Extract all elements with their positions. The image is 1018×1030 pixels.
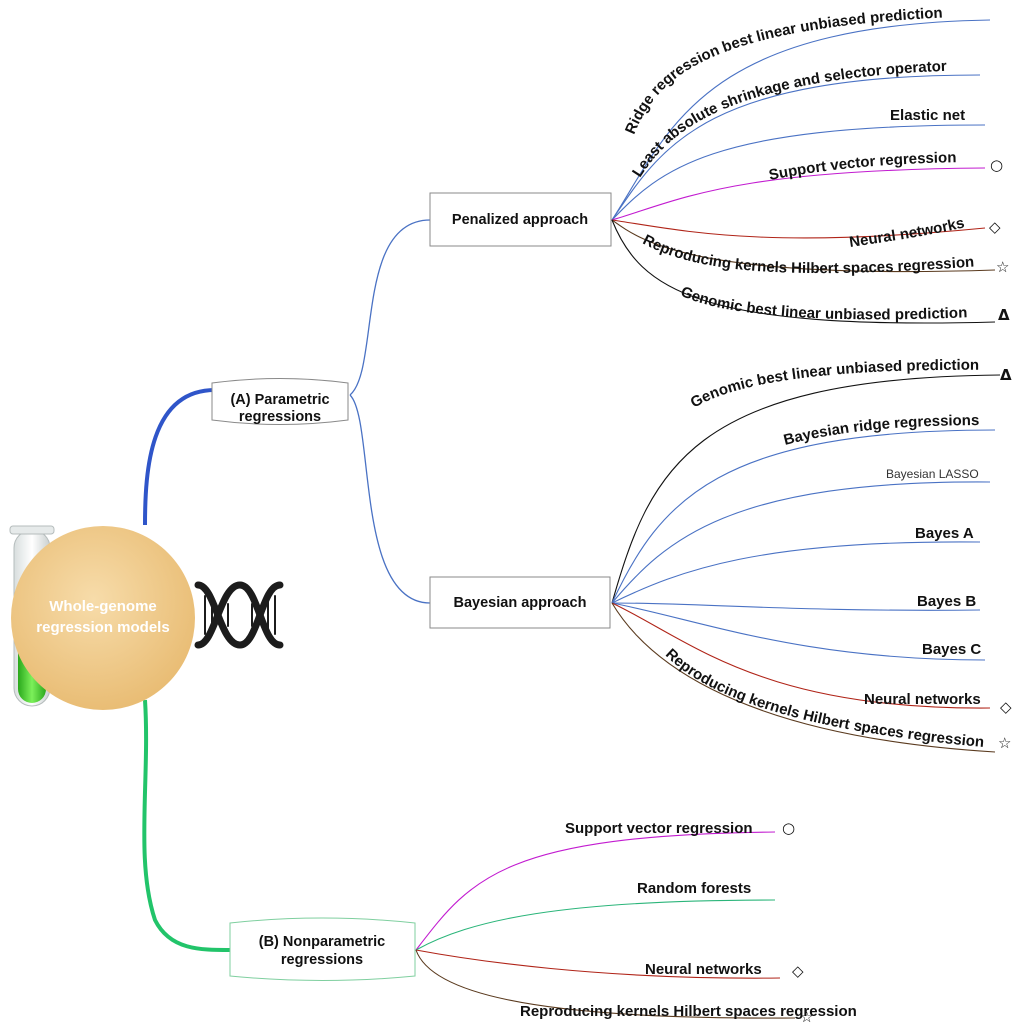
circle-symbol-icon: ○ <box>990 156 1003 174</box>
leaf-line-bayesian-ridge <box>611 429 996 604</box>
leaf-label-gblup: Genomic best linear unbiased prediction <box>678 283 967 323</box>
leaf-label-neural-networks: Neural networks <box>848 214 966 251</box>
bayesian-node: Bayesian approach <box>429 576 611 629</box>
root-title-line2: regression models <box>36 619 169 636</box>
diamond-symbol-icon: ◇ <box>792 962 804 980</box>
nonparametric-label-line1: (B) Nonparametric <box>259 934 386 950</box>
parametric-box <box>211 378 349 425</box>
link-penalized <box>349 219 431 396</box>
leaf-label-svr: Support vector regression <box>767 149 956 184</box>
leaf-label-bayes-b: Bayes B <box>917 593 976 610</box>
diamond-symbol-icon: ◇ <box>1000 698 1012 716</box>
bayesian-label: Bayesian approach <box>454 595 587 611</box>
leaf-line-gblup <box>611 374 1001 604</box>
penalized-box <box>429 192 612 247</box>
root-title-line1: Whole-genome <box>49 598 157 615</box>
star-symbol-icon: ☆ <box>996 258 1009 276</box>
leaf-label-neural-networks: Neural networks <box>645 961 762 978</box>
parametric-label-line1: (A) Parametric <box>230 392 329 408</box>
star-symbol-icon: ☆ <box>998 734 1011 752</box>
circle-symbol-icon: ○ <box>782 819 795 837</box>
branch-parametric <box>143 388 216 526</box>
leaf-label-bayes-a: Bayes A <box>915 525 974 542</box>
parametric-node: (A) Parametric regressions <box>211 378 349 425</box>
leaf-label-elastic-net: Elastic net <box>890 107 965 124</box>
parametric-label-line2: regressions <box>239 409 321 425</box>
branch-nonparametric <box>142 699 231 952</box>
triangle-symbol-icon: Δ <box>998 306 1010 324</box>
link-bayesian <box>349 394 431 604</box>
nonparametric-node: (B) Nonparametric regressions <box>229 917 416 981</box>
leaf-label-svr: Support vector regression <box>565 820 753 837</box>
bayesian-box <box>429 576 611 629</box>
nonparametric-box <box>229 917 416 981</box>
leaf-label-neural-networks: Neural networks <box>864 691 981 708</box>
nonparametric-leaf-lines <box>415 831 796 1019</box>
dna-helix-icon <box>194 581 284 649</box>
leaf-label-gblup: Genomic best linear unbiased prediction <box>688 357 979 412</box>
leaf-label-bayes-c: Bayes C <box>922 641 981 658</box>
diamond-symbol-icon: ◇ <box>989 218 1001 236</box>
nonparametric-label-line2: regressions <box>281 952 363 968</box>
leaf-label-rkhs: Reproducing kernels Hilbert spaces regre… <box>520 1003 857 1020</box>
root-circle <box>11 526 195 710</box>
root-node: Whole-genome regression models <box>9 525 284 710</box>
leaf-label-random-forests: Random forests <box>637 880 751 897</box>
triangle-symbol-icon: Δ <box>1000 366 1012 384</box>
leaf-line-random-forests <box>415 899 776 951</box>
star-symbol-icon: ☆ <box>800 1008 813 1026</box>
penalized-label: Penalized approach <box>452 212 588 228</box>
leaf-label-bayesian-lasso: Bayesian LASSO <box>886 467 979 481</box>
penalized-node: Penalized approach <box>429 192 612 247</box>
